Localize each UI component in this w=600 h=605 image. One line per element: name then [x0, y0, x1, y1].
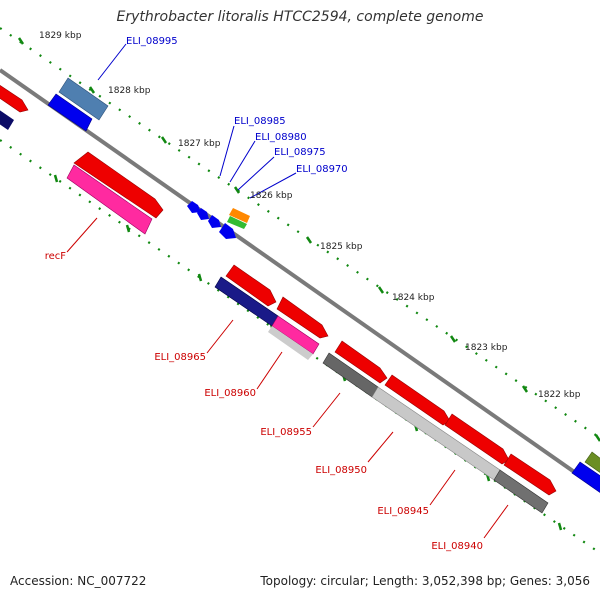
gene-arrow-forward[interactable]: [503, 453, 557, 496]
gene-arrow-forward[interactable]: [334, 340, 388, 384]
ruler-tick-label: 1828 kbp: [108, 86, 151, 96]
bottom-gene-labels: recF ELI_08965 ELI_08960 ELI_08955 ELI_0…: [45, 251, 483, 552]
gene-arrow-reverse[interactable]: [47, 93, 93, 132]
gene-arrow-forward[interactable]: [444, 413, 510, 465]
gene-label[interactable]: ELI_08970: [296, 164, 348, 175]
gene-recf-forward[interactable]: [73, 151, 164, 219]
ruler-tick-label: 1823 kbp: [465, 343, 508, 353]
inner-ruler: [0, 139, 600, 554]
genome-backbone: [0, 68, 600, 492]
ruler-tick-label: 1829 kbp: [39, 31, 82, 41]
gene-arrow-reverse[interactable]: [268, 326, 313, 360]
gene-label[interactable]: ELI_08985: [234, 116, 286, 127]
ruler-tick-label: 1827 kbp: [178, 139, 221, 149]
gene-arrow-reverse[interactable]: [0, 107, 14, 130]
gene-label[interactable]: recF: [45, 251, 67, 262]
gene-arrow-forward[interactable]: [0, 82, 29, 113]
gene-eli-08975[interactable]: [208, 215, 221, 228]
gene-arrow-forward[interactable]: [584, 451, 600, 476]
gene-label[interactable]: ELI_08995: [126, 36, 178, 47]
bottom-callouts: [66, 217, 509, 539]
gene-arrow-forward[interactable]: [225, 264, 277, 307]
top-gene-labels: ELI_08995 ELI_08985 ELI_08980 ELI_08975 …: [126, 36, 348, 175]
gene-orange[interactable]: [229, 208, 250, 223]
gene-eli-08985[interactable]: [187, 201, 201, 213]
gene-eli-08940[interactable]: [493, 469, 549, 514]
gene-arrow-reverse[interactable]: [571, 461, 600, 496]
outer-ruler: [0, 27, 600, 439]
ruler-tick-label: 1824 kbp: [392, 293, 435, 303]
map-title: Erythrobacter litoralis HTCC2594, comple…: [116, 9, 484, 25]
ruler-tick-label: 1822 kbp: [538, 390, 581, 400]
gene-label[interactable]: ELI_08945: [377, 506, 429, 517]
gene-green[interactable]: [227, 216, 247, 229]
gene-recf[interactable]: [66, 164, 153, 235]
gene-label[interactable]: ELI_08965: [154, 352, 206, 363]
top-callouts: [97, 43, 297, 199]
ruler-labels: 1829 kbp 1828 kbp 1827 kbp 1826 kbp 1825…: [39, 31, 581, 400]
gene-label[interactable]: ELI_08950: [315, 465, 367, 476]
gene-label[interactable]: ELI_08980: [255, 132, 307, 143]
outer-major-ticks: [17, 37, 600, 442]
gene-eli-08970[interactable]: [219, 223, 236, 239]
topology-text: Topology: circular; Length: 3,052,398 bp…: [260, 574, 590, 588]
gene-label[interactable]: ELI_08955: [260, 427, 312, 438]
gene-label[interactable]: ELI_08960: [204, 388, 256, 399]
gene-label[interactable]: ELI_08940: [431, 541, 483, 552]
ruler-tick-label: 1826 kbp: [250, 191, 293, 201]
accession-text: Accession: NC_007722: [10, 574, 147, 588]
gene-label[interactable]: ELI_08975: [274, 147, 326, 158]
ruler-tick-label: 1825 kbp: [320, 242, 363, 252]
gene-arrow-forward[interactable]: [276, 296, 329, 339]
gene-eli-08980[interactable]: [197, 208, 209, 220]
gene-eli-08995[interactable]: [58, 77, 109, 121]
